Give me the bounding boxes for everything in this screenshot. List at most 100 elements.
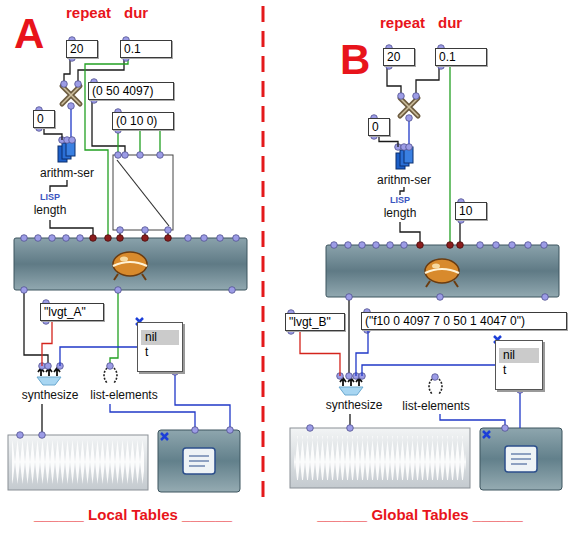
value-box: 0 — [368, 118, 390, 136]
patch-connection — [60, 347, 137, 366]
io-dot — [77, 235, 84, 242]
patch-wire — [110, 404, 195, 430]
function-label: arithm-ser — [377, 173, 431, 187]
multiply-icon — [400, 98, 418, 116]
sound-editor — [12, 440, 144, 484]
value-text: 10 — [456, 203, 486, 219]
connected-inlet-dot — [417, 242, 424, 249]
io-dot — [63, 235, 70, 242]
value-box: (0 10 0) — [112, 112, 174, 130]
chroma-box — [426, 281, 458, 287]
list-elements-icon — [104, 368, 117, 383]
file-box — [483, 431, 490, 438]
multiply-icon — [62, 86, 80, 104]
lisp-function-box: LISPlength — [31, 192, 70, 217]
file-box — [480, 428, 562, 490]
chroma-box — [113, 262, 147, 266]
io-dot — [542, 294, 549, 301]
patch-connection — [379, 136, 398, 147]
function-box: list-elements — [399, 377, 472, 413]
synthesize-icon — [37, 368, 61, 385]
io-dot — [17, 432, 24, 439]
patch-wire — [64, 58, 70, 84]
io-dot — [307, 425, 314, 432]
connected-inlet-dot — [447, 242, 454, 249]
patch-wire — [408, 118, 409, 147]
chroma-box — [326, 245, 559, 297]
chroma-box — [14, 238, 247, 290]
value-text: (0 50 4097) — [89, 83, 173, 99]
patch-wire — [70, 106, 71, 140]
value-text: "lvgt_A" — [41, 304, 103, 320]
io-dot — [525, 242, 532, 249]
file-box — [189, 456, 209, 466]
value-box: (0 50 4097) — [88, 82, 174, 100]
sound-editor — [294, 436, 466, 480]
io-dot — [229, 287, 236, 294]
function-box: list-elements — [87, 366, 160, 402]
menu-item: t — [141, 345, 179, 360]
patch-connection — [44, 128, 62, 140]
io-dot — [406, 115, 413, 122]
patch-wire — [24, 58, 520, 435]
multiply-icon — [400, 98, 418, 116]
io-dot — [437, 294, 444, 301]
synthesize-icon — [339, 387, 363, 395]
io-dot — [192, 427, 199, 434]
function-box: arithm-ser — [37, 140, 97, 180]
chroma-box — [114, 274, 146, 280]
chroma-box — [120, 257, 128, 262]
patch-wire — [459, 220, 460, 245]
chroma-box — [326, 245, 559, 297]
input-label: dur — [438, 14, 462, 31]
patch-wire — [50, 220, 93, 238]
io-dot — [502, 425, 509, 432]
value-box: 10 — [455, 202, 487, 220]
menu-item: nil — [141, 330, 179, 345]
chroma-box — [432, 264, 440, 269]
list-elements-icon — [429, 379, 442, 394]
io-dot — [413, 93, 420, 100]
io-dot — [346, 294, 353, 301]
connected-inlet-dot — [90, 235, 464, 249]
chroma-box — [14, 238, 247, 290]
file-box — [511, 454, 531, 464]
section-caption: ______ Global Tables ______ — [317, 506, 523, 523]
list-elements-icon — [104, 368, 117, 383]
patch-wire — [348, 297, 349, 376]
input-label: repeat — [380, 14, 425, 31]
file-box — [505, 446, 537, 472]
synthesize-icon — [37, 377, 61, 385]
sound-editor — [8, 435, 148, 490]
sound-editor — [8, 435, 148, 490]
io-dot — [541, 242, 548, 249]
function-label: length — [34, 203, 67, 217]
panel-letter: A — [14, 10, 44, 58]
synthesize-icon — [37, 368, 363, 395]
value-text: 0 — [34, 111, 54, 127]
io-dot — [21, 287, 28, 294]
chroma-box — [425, 259, 459, 287]
input-label: repeat — [66, 4, 111, 21]
io-dot — [373, 242, 380, 249]
io-dot — [345, 242, 352, 249]
list-elements-icon — [429, 379, 442, 394]
value-text: 20 — [67, 41, 97, 57]
patch-connection — [300, 331, 340, 376]
io-dot — [398, 93, 405, 100]
io-dot — [75, 81, 82, 88]
io-dot — [201, 235, 208, 242]
value-box: 20 — [66, 40, 98, 58]
panel-letter: B — [340, 36, 370, 84]
connected-inlet-dot — [90, 235, 97, 242]
patch-connection — [400, 187, 404, 195]
bpf-editor — [117, 160, 169, 226]
connected-inlet-dot — [142, 235, 149, 242]
value-text: 0.1 — [436, 49, 486, 65]
value-text: 0 — [369, 119, 389, 135]
value-box: "lvgt_B" — [285, 313, 345, 331]
io-dot — [137, 152, 144, 159]
file-box — [183, 448, 215, 474]
io-dot — [401, 242, 408, 249]
io-dot — [346, 373, 353, 380]
